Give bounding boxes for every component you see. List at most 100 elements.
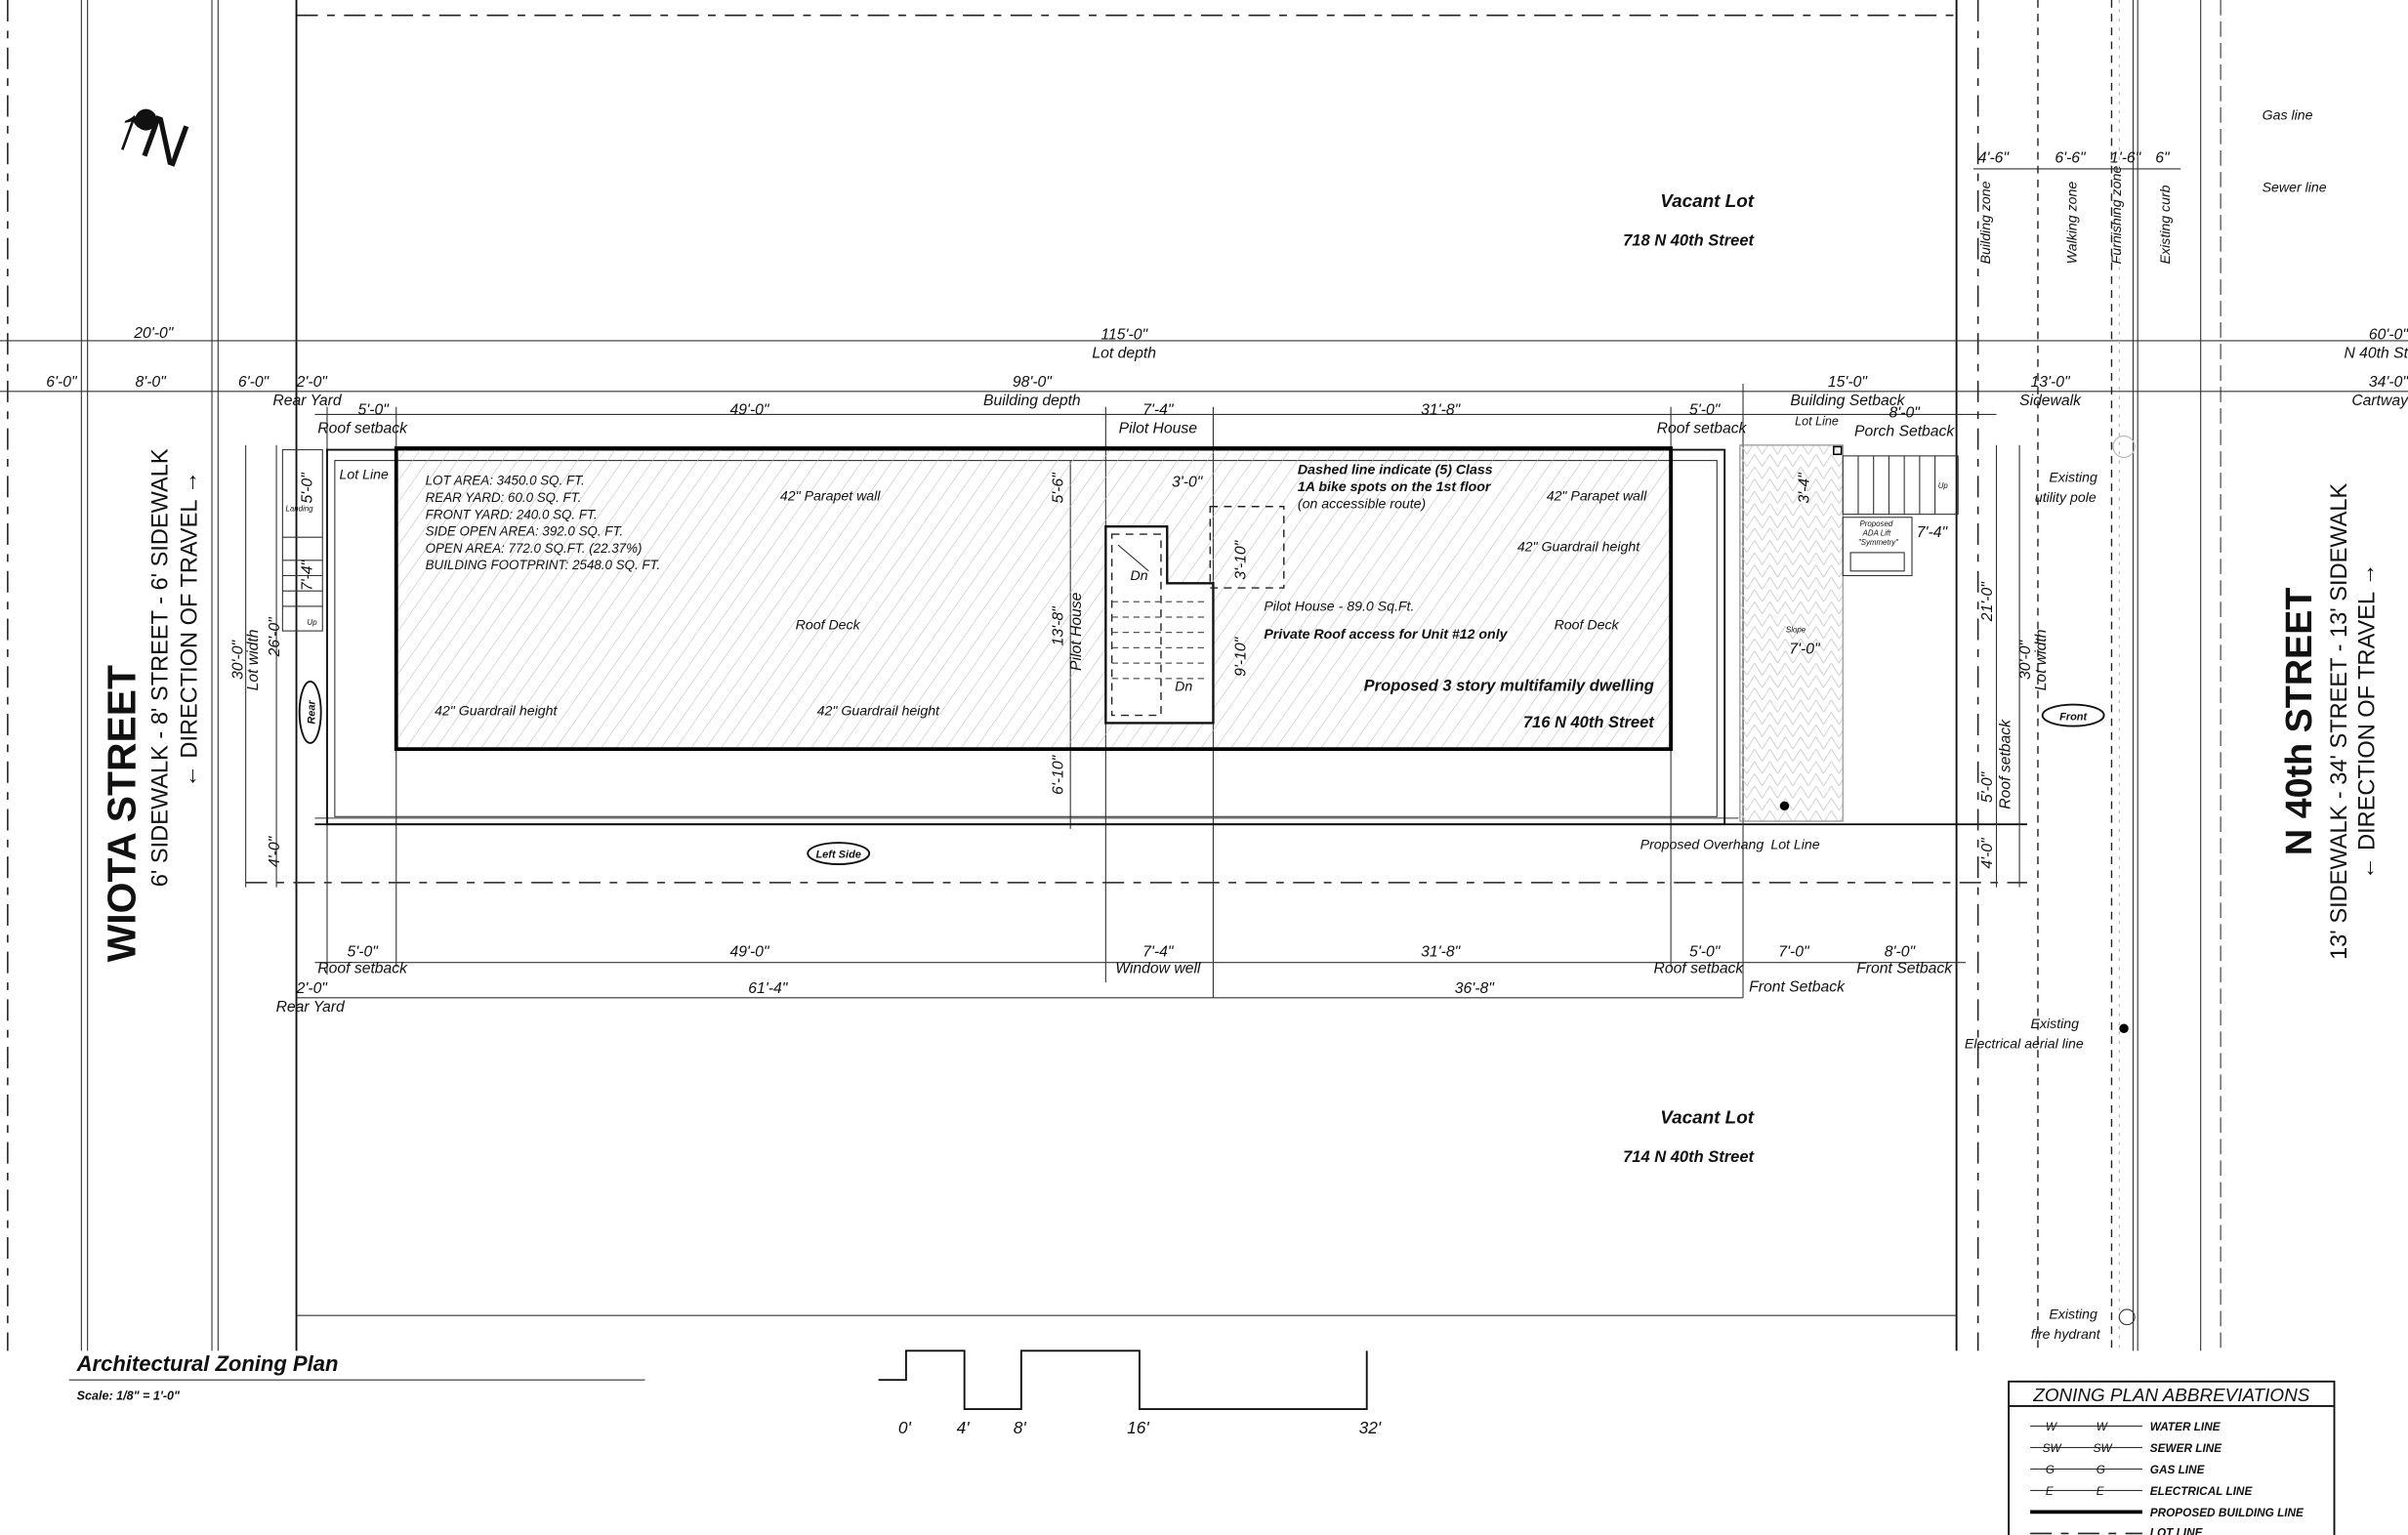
left-travel: ← DIRECTION OF TRAVEL → (176, 471, 201, 787)
svg-text:Roof setback: Roof setback (317, 420, 408, 436)
svg-text:G: G (2097, 1464, 2105, 1476)
svg-text:Rear Yard: Rear Yard (272, 393, 342, 409)
svg-text:W: W (2046, 1421, 2058, 1433)
svg-text:5'-0": 5'-0" (1689, 401, 1722, 418)
svg-text:FRONT YARD: 240.0 SQ. FT.: FRONT YARD: 240.0 SQ. FT. (426, 507, 598, 521)
svg-text:Window well: Window well (1115, 961, 1201, 977)
svg-text:BUILDING FOOTPRINT: 2548.0 SQ.: BUILDING FOOTPRINT: 2548.0 SQ. FT. (426, 558, 661, 572)
svg-text:(on accessible route): (on accessible route) (1298, 495, 1426, 511)
left-side-tag: Left Side (815, 850, 860, 861)
left-street-name: WIOTA STREET (99, 665, 144, 962)
svg-text:0': 0' (898, 1418, 912, 1437)
svg-text:5'-0": 5'-0" (347, 943, 379, 960)
svg-text:Lot Line: Lot Line (340, 466, 389, 481)
svg-text:16': 16' (1127, 1418, 1149, 1437)
svg-text:42" Guardrail height: 42" Guardrail height (817, 703, 940, 719)
svg-text:Roof Deck: Roof Deck (796, 617, 861, 633)
svg-text:21'-0": 21'-0" (1979, 581, 1996, 622)
svg-text:49'-0": 49'-0" (729, 943, 769, 960)
svg-text:3'-10": 3'-10" (1232, 539, 1249, 579)
svg-text:fire hydrant: fire hydrant (2031, 1326, 2101, 1342)
svg-text:4'-0": 4'-0" (1979, 837, 1996, 869)
svg-text:42" Guardrail height: 42" Guardrail height (435, 703, 558, 719)
neighbor-bottom-label: Vacant Lot (1660, 1107, 1754, 1128)
ada-lift (1842, 517, 1913, 577)
svg-text:42" Parapet wall: 42" Parapet wall (780, 487, 881, 503)
left-street-sub: 6' SIDEWALK - 8' STREET - 6' SIDEWALK (146, 448, 172, 887)
svg-text:Lot Line: Lot Line (1770, 836, 1819, 851)
svg-text:Lot Line: Lot Line (1795, 414, 1839, 428)
wiota-street: ↑N WIOTA STREET 6' SIDEWALK - 8' STREET … (7, 0, 219, 1351)
svg-text:W: W (2097, 1421, 2109, 1433)
building-address: 716 N 40th Street (1523, 714, 1655, 731)
svg-text:15'-0": 15'-0" (1828, 374, 1868, 391)
svg-text:Pilot House: Pilot House (1068, 592, 1085, 671)
svg-text:ELECTRICAL LINE: ELECTRICAL LINE (2150, 1485, 2254, 1498)
svg-text:3'-4": 3'-4" (1797, 472, 1813, 504)
svg-text:5'-0": 5'-0" (1689, 943, 1722, 960)
building-name: Proposed 3 story multifamily dwelling (1364, 677, 1654, 694)
plan-scale: Scale: 1/8" = 1'-0" (77, 1390, 181, 1403)
svg-text:32': 32' (1359, 1418, 1382, 1437)
gas-line-label: Gas line (2263, 107, 2313, 123)
svg-text:Lot width: Lot width (2033, 629, 2050, 690)
svg-text:Up: Up (308, 618, 318, 627)
svg-text:Building depth: Building depth (983, 393, 1081, 409)
svg-text:8'-0": 8'-0" (1889, 405, 1921, 422)
svg-text:Dashed line indicate (5) Class: Dashed line indicate (5) Class (1298, 462, 1493, 477)
svg-text:5'-0": 5'-0" (358, 401, 391, 418)
dimension-labels: 20'-0" 6'-0" 8'-0" 6'-0" 2'-0" Rear Yard… (46, 150, 2408, 1016)
svg-text:Up: Up (1938, 481, 1949, 490)
svg-text:61'-4": 61'-4" (748, 980, 788, 997)
svg-text:7'-4": 7'-4" (299, 559, 315, 591)
svg-text:Proposed: Proposed (1860, 519, 1893, 528)
neighbor-bottom-address: 714 N 40th Street (1623, 1148, 1755, 1166)
svg-text:GAS LINE: GAS LINE (2150, 1464, 2206, 1476)
svg-text:Electrical aerial line: Electrical aerial line (1965, 1036, 2084, 1052)
svg-text:13'-0": 13'-0" (2031, 374, 2071, 391)
n-40th-street-zones: N 40th STREET 13' SIDEWALK - 34' STREET … (1965, 0, 2379, 1351)
existing-curb-label: Existing curb (2157, 185, 2173, 264)
svg-text:E: E (2097, 1485, 2104, 1498)
svg-text:Pilot House: Pilot House (1119, 420, 1198, 436)
svg-text:1A bike spots on the 1st floor: 1A bike spots on the 1st floor (1298, 478, 1492, 494)
building-footprint (394, 446, 1673, 752)
svg-text:LOT LINE: LOT LINE (2150, 1527, 2204, 1535)
walking-zone-label: Walking zone (2063, 182, 2079, 265)
svg-text:9'-10": 9'-10" (1232, 636, 1249, 676)
front-tag: Front (2059, 711, 2088, 723)
svg-text:6'-0": 6'-0" (238, 374, 270, 391)
svg-text:4': 4' (957, 1418, 971, 1437)
svg-text:"Symmetry": "Symmetry" (1858, 538, 1899, 547)
svg-text:6'-10": 6'-10" (1050, 754, 1066, 794)
svg-text:98'-0": 98'-0" (1013, 374, 1053, 391)
svg-text:N 40th St: N 40th St (2344, 345, 2408, 361)
dn-label: Dn (1131, 567, 1148, 583)
legend-title: ZONING PLAN ABBREVIATIONS (2032, 1385, 2309, 1405)
svg-text:LOT AREA: 3450.0 SQ. FT.: LOT AREA: 3450.0 SQ. FT. (426, 474, 585, 488)
svg-text:Front Setback: Front Setback (1749, 979, 1846, 996)
svg-text:5'-6": 5'-6" (1050, 472, 1066, 504)
svg-text:30'-0": 30'-0" (229, 640, 246, 680)
front-porch-stair (1779, 445, 1959, 811)
north-arrow-icon: ↑N (104, 92, 197, 182)
svg-text:E: E (2046, 1485, 2054, 1498)
fire-hydrant-label: Existing (2049, 1306, 2097, 1321)
furnishing-zone-label: Furnishing zone (2108, 166, 2124, 265)
svg-text:Slope: Slope (1786, 626, 1806, 635)
electrical-line-label: Existing (2031, 1016, 2080, 1031)
svg-text:4'-0": 4'-0" (267, 835, 283, 867)
svg-text:8': 8' (1014, 1418, 1027, 1437)
site-stats: LOT AREA: 3450.0 SQ. FT. REAR YARD: 60.0… (426, 474, 661, 572)
plan-title: Architectural Zoning Plan (76, 1351, 339, 1376)
svg-text:Building Setback: Building Setback (1790, 393, 1905, 409)
svg-text:utility pole: utility pole (2035, 489, 2097, 505)
svg-text:36'-8": 36'-8" (1455, 980, 1495, 997)
front-porch-area (1739, 444, 1844, 822)
svg-text:Front Setback: Front Setback (1856, 961, 1953, 977)
svg-text:G: G (2046, 1464, 2055, 1476)
bike-spots-outline (1209, 506, 1285, 589)
rear-stair (281, 449, 323, 632)
